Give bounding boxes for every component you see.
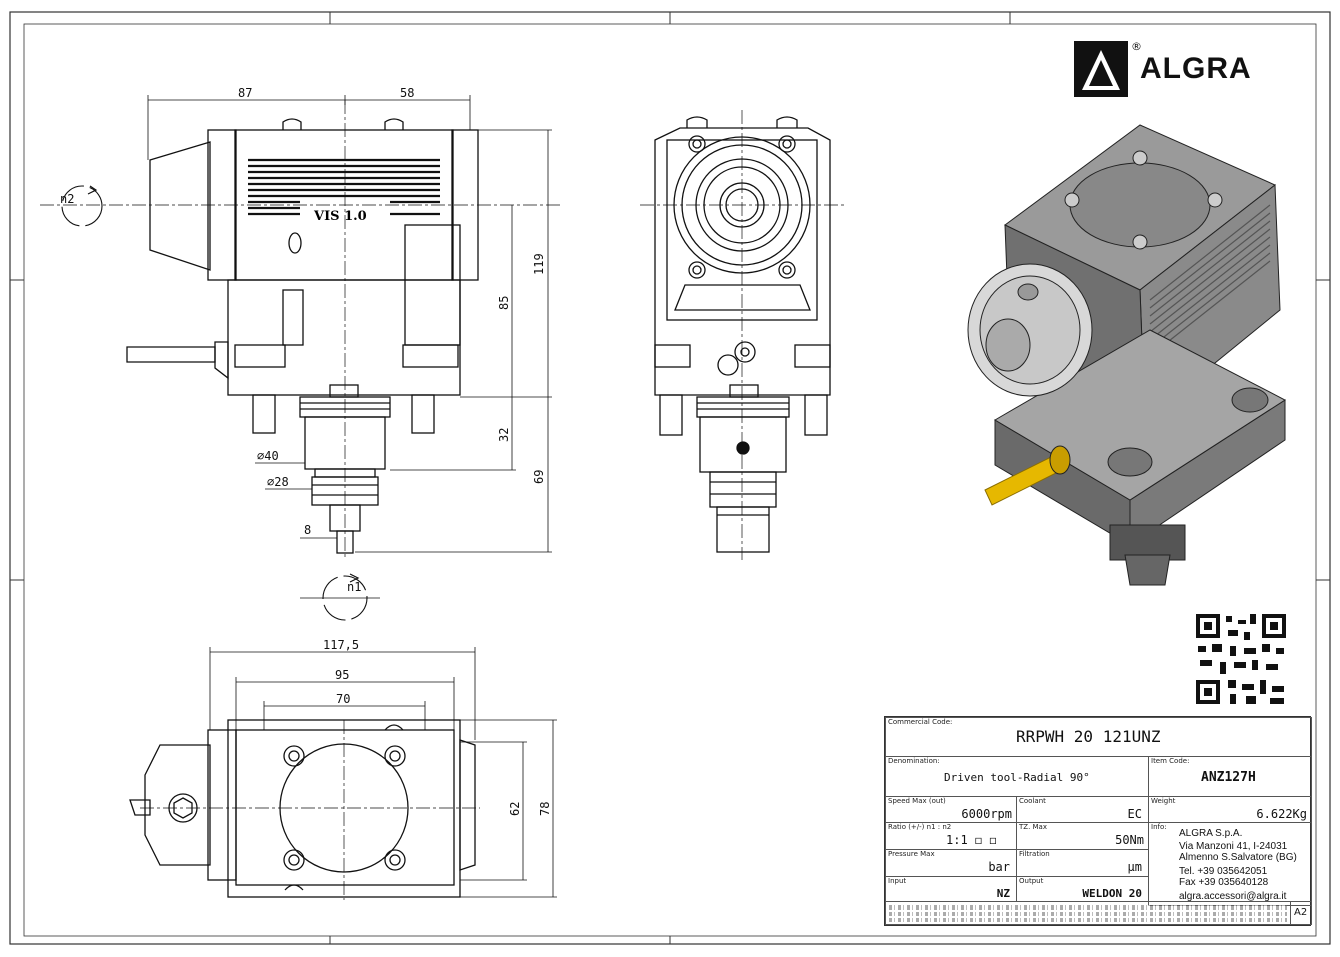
weight-cell: Weight 6.622Kg (1148, 796, 1312, 823)
denomination-cell: Denomination: Driven tool-Radial 90° (885, 756, 1149, 797)
pressure-unit: bar (988, 860, 1010, 874)
info-tel: Tel. +39 035642051 (1179, 866, 1268, 877)
torque-value: 50 (1115, 833, 1130, 847)
info-cell: Info: ALGRA S.p.A. Via Manzoni 41, I-240… (1148, 822, 1312, 906)
commercial-code-cell: Commercial Code: RRPWH 20 121UNZ (885, 717, 1312, 757)
item-code-value: ANZ127H (1201, 770, 1256, 785)
output-value: WELDON 20 (1082, 887, 1142, 900)
dim-95: 95 (335, 668, 349, 682)
torque-cell: TZ. Max 50Nm (1016, 822, 1149, 850)
item-code-cell: Item Code: ANZ127H (1148, 756, 1312, 797)
dim-32: 32 (497, 428, 511, 442)
dim-62: 62 (508, 802, 522, 816)
dim-87: 87 (238, 86, 252, 100)
speed-cell: Speed Max (out) 6000rpm (885, 796, 1017, 823)
output-cell: Output WELDON 20 (1016, 876, 1149, 902)
pressure-cell: Pressure Max bar (885, 849, 1017, 877)
dim-d40: ⌀40 (257, 449, 279, 463)
speed-value: 6000 (961, 807, 991, 821)
dim-69: 69 (532, 470, 546, 484)
dimension-labels: 87 58 119 85 32 69 ⌀40 ⌀28 8 n2 n1 117,5… (60, 86, 552, 816)
filtration-cell: Filtration µm (1016, 849, 1149, 877)
algra-logo-icon (1074, 41, 1128, 97)
dim-8: 8 (304, 523, 311, 537)
brand-name: ALGRA (1140, 52, 1252, 85)
side-view (40, 95, 560, 621)
info-company: ALGRA S.p.A. (1179, 828, 1243, 839)
weight-value: 6.622Kg (1256, 807, 1307, 821)
sheet-size: A2 (1294, 907, 1308, 918)
ratio-value: 1:1 ◻ ◻ (946, 833, 997, 847)
disclaimer-text-decoration (889, 905, 1287, 922)
dim-78: 78 (538, 802, 552, 816)
info-address: Via Manzoni 41, I-24031 (1179, 841, 1288, 852)
disclaimer-cell (885, 901, 1291, 925)
sheet-size-cell: A2 (1290, 901, 1312, 925)
coolant-cell: Coolant EC (1016, 796, 1149, 823)
info-fax: Fax +39 035640128 (1179, 877, 1269, 888)
input-cell: Input NZ (885, 876, 1017, 902)
rotation-n1: n1 (347, 580, 361, 594)
registered-mark: ® (1131, 40, 1142, 53)
body-mark: VIS 1.0 (313, 209, 367, 224)
dim-d28: ⌀28 (267, 475, 289, 489)
dim-119: 119 (532, 253, 546, 275)
commercial-code-value: RRPWH 20 121UNZ (1016, 727, 1161, 746)
dim-58: 58 (400, 86, 414, 100)
dim-70: 70 (336, 692, 350, 706)
drawing-frame (9, 11, 1331, 945)
qr-code-icon (1196, 614, 1286, 704)
filtration-unit: µm (1127, 860, 1142, 874)
coolant-value: EC (1127, 807, 1142, 821)
ratio-cell: Ratio (+/-) n1 : n2 1:1 ◻ ◻ (885, 822, 1017, 850)
front-view (640, 110, 845, 560)
dim-117-5: 117,5 (323, 638, 359, 652)
top-view (129, 647, 557, 900)
info-email: algra.accessori@algra.it (1179, 891, 1287, 902)
info-city: Almenno S.Salvatore (BG) (1179, 852, 1297, 863)
isometric-view (967, 124, 1286, 586)
input-value: NZ (996, 887, 1010, 900)
title-block: Commercial Code: RRPWH 20 121UNZ Denomin… (884, 716, 1312, 926)
rotation-n2: n2 (60, 192, 74, 206)
dim-85: 85 (497, 296, 511, 310)
denomination-value: Driven tool-Radial 90° (944, 771, 1090, 784)
